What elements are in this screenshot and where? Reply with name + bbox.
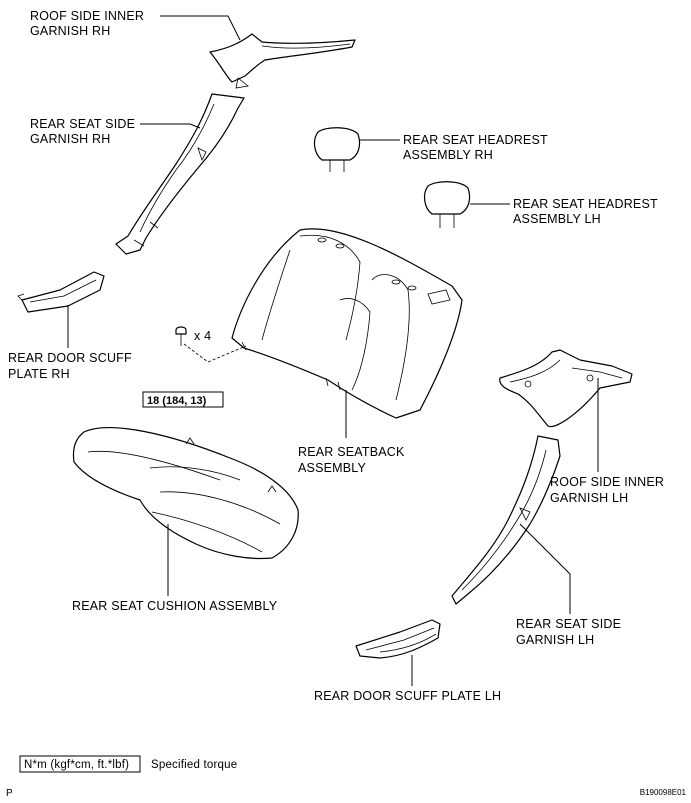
roof-side-inner-garnish-rh-part [209,33,356,89]
label-roof-side-inner-garnish-lh-line1: ROOF SIDE INNER [550,475,664,489]
roof-side-inner-garnish-lh-part [499,349,633,428]
label-roof-side-inner-garnish-rh-line1: ROOF SIDE INNER [30,9,144,23]
label-rear-seat-cushion-assembly: REAR SEAT CUSHION ASSEMBLY [72,599,278,613]
torque-legend: N*m (kgf*cm, ft.*lbf) Specified torque [19,755,237,773]
label-roof-side-inner-garnish-lh-line2: GARNISH LH [550,491,628,505]
legend-unit: N*m (kgf*cm, ft.*lbf) [24,759,129,771]
rear-seat-cushion-assembly-part [72,427,299,560]
label-rear-seat-headrest-lh-line2: ASSEMBLY LH [513,212,601,226]
torque-callout: 18 (184, 13) [142,391,224,408]
rear-door-scuff-plate-rh-part [17,271,105,313]
label-rear-seat-side-garnish-lh-line1: REAR SEAT SIDE [516,617,621,631]
label-bolt-quantity: x 4 [194,329,211,343]
label-rear-seatback-assembly-line2: ASSEMBLY [298,461,367,475]
label-rear-door-scuff-plate-rh-line2: PLATE RH [8,367,70,381]
rear-seat-side-garnish-rh-part [115,93,245,255]
rear-seat-headrest-lh-part [423,181,471,228]
legend-description: Specified torque [151,759,237,771]
label-rear-seat-side-garnish-lh-line2: GARNISH LH [516,633,594,647]
rear-door-scuff-plate-lh-part [355,619,441,659]
label-rear-seat-headrest-rh-line1: REAR SEAT HEADREST [403,133,548,147]
label-roof-side-inner-garnish-rh-line2: GARNISH RH [30,24,110,38]
figure-code: B190098E01 [640,788,687,797]
rear-seat-headrest-rh-part [313,127,361,172]
label-rear-seatback-assembly-line1: REAR SEATBACK [298,445,405,459]
label-rear-door-scuff-plate-lh: REAR DOOR SCUFF PLATE LH [314,689,501,703]
rear-seatback-assembly-part [231,228,463,419]
corner-letter: P [6,788,13,799]
leader-lines [67,15,599,686]
label-rear-seat-headrest-rh-line2: ASSEMBLY RH [403,148,493,162]
torque-value: 18 (184, 13) [147,395,207,407]
label-rear-seat-headrest-lh-line1: REAR SEAT HEADREST [513,197,658,211]
label-rear-seat-side-garnish-rh-line2: GARNISH RH [30,132,110,146]
label-rear-door-scuff-plate-rh-line1: REAR DOOR SCUFF [8,351,132,365]
rear-seat-side-garnish-lh-part [451,435,561,605]
bolt-part [175,326,247,363]
label-rear-seat-side-garnish-rh-line1: REAR SEAT SIDE [30,117,135,131]
